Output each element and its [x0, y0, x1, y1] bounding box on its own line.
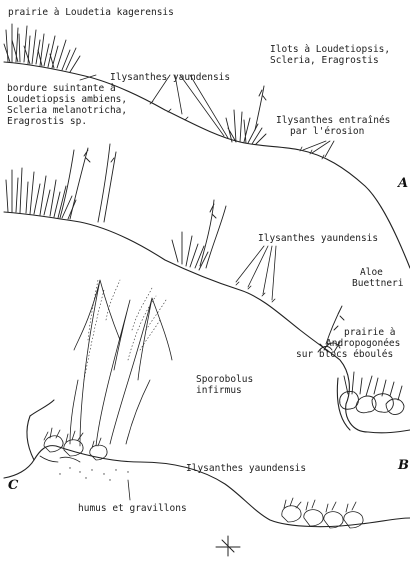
loudetia-tuft	[4, 24, 80, 72]
label-aloe-line-2: Buettneri	[352, 278, 403, 289]
humus-stipple	[59, 467, 128, 480]
sporobolus-spikelets	[84, 280, 166, 380]
label-sporobolus-line-2: infirmus	[196, 385, 242, 396]
panel-label-a: A	[398, 176, 408, 191]
label-ilots-line-1: Ilots à Loudetiopsis,	[270, 44, 390, 55]
profile-b-ground	[4, 212, 410, 433]
profile-c-ground	[4, 446, 410, 527]
label-entraines-line-2: par l'érosion	[290, 126, 364, 137]
label-humus: humus et gravillons	[78, 503, 187, 514]
ilots-tuft	[226, 86, 266, 144]
label-prairie-loudetia: prairie à Loudetia kagerensis	[8, 7, 174, 18]
rosettes-c-right	[282, 498, 363, 528]
rocks-b	[340, 392, 404, 415]
sporobolus-plant	[70, 280, 172, 446]
label-prairie-andro-line-3: sur blocs éboulés	[296, 349, 393, 360]
label-bordure-line-3: Scleria melanotricha,	[7, 105, 127, 116]
label-bordure-line-1: bordure suintante à	[7, 83, 116, 94]
label-aloe-line-1: Aloe	[360, 267, 383, 278]
bordure-tuft	[6, 144, 116, 222]
label-ilyanthes-top: Ilysanthes yaundensis	[110, 72, 230, 83]
profile-b-blocks-edge	[337, 378, 350, 430]
label-bordure-line-4: Eragrostis sp.	[7, 116, 87, 127]
label-ilots-line-2: Scleria, Eragrostis	[270, 55, 379, 66]
andropogon-tuft	[344, 372, 402, 400]
mid-tuft	[172, 200, 226, 270]
artist-signature	[216, 536, 240, 556]
label-ilyanthes-bottom: Ilysanthes yaundensis	[186, 463, 306, 474]
label-entraines-line-1: Ilysanthes entraînés	[276, 115, 390, 126]
label-bordure-line-2: Loudetiopsis ambiens,	[7, 94, 127, 105]
label-sporobolus-line-1: Sporobolus	[196, 374, 253, 385]
arrows-b	[236, 246, 276, 300]
label-ilyanthes-mid: Ilysanthes yaundensis	[258, 233, 378, 244]
panel-label-b: B	[398, 458, 409, 473]
label-prairie-andro-line-1: prairie à	[344, 327, 395, 338]
arrows-c	[128, 480, 130, 500]
ilyanthes-marks-b	[236, 282, 275, 302]
panel-label-c: C	[8, 478, 18, 493]
label-prairie-andro-line-2: Andropogonées	[326, 338, 400, 349]
